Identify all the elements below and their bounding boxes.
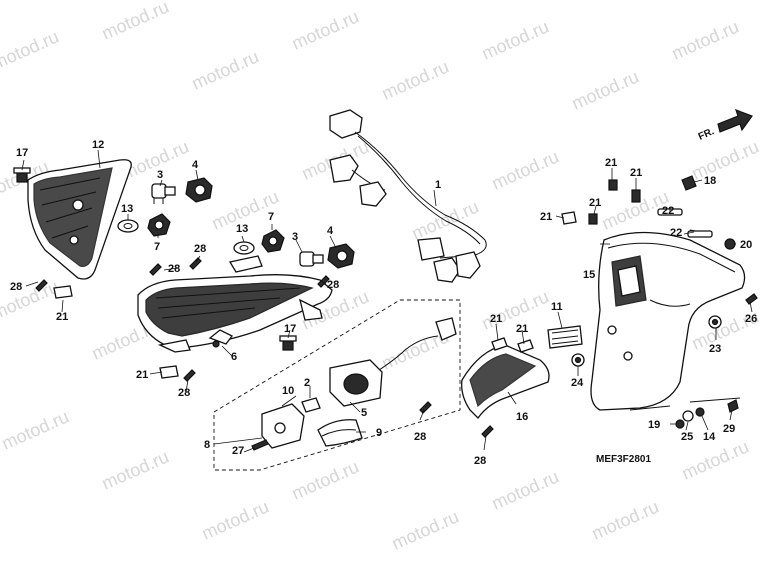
clip-21-left — [53, 285, 73, 299]
callout-21: 21 — [56, 311, 68, 323]
bolt-18 — [681, 175, 697, 191]
callout-19: 19 — [648, 419, 660, 431]
callout-18: 18 — [704, 175, 716, 187]
callout-13: 13 — [121, 203, 133, 215]
gasket-13-lower — [233, 241, 255, 255]
callout-21: 21 — [516, 323, 528, 335]
screw-28-tail-a — [189, 257, 202, 270]
grommet-23 — [708, 315, 722, 329]
callout-21: 21 — [490, 313, 502, 325]
callout-5: 5 — [361, 407, 367, 419]
callout-26: 26 — [745, 313, 757, 325]
bolt-26 — [745, 293, 758, 305]
callout-21: 21 — [589, 197, 601, 209]
screw-28-bracket-a — [419, 401, 432, 414]
fr-label: FR. — [697, 126, 716, 143]
callout-10: 10 — [282, 385, 294, 397]
bolt-17-left — [13, 167, 31, 183]
callout-2: 2 — [304, 377, 310, 389]
callout-17: 17 — [284, 323, 296, 335]
bolt-20 — [724, 238, 736, 250]
wire-harness — [329, 109, 487, 283]
socket-4-lower — [327, 243, 355, 269]
callout-16: 16 — [516, 411, 528, 423]
callout-3: 3 — [157, 169, 163, 181]
bolt-17-tail — [279, 335, 297, 351]
callout-12: 12 — [92, 139, 104, 151]
callout-7: 7 — [268, 211, 274, 223]
license-light-subassembly — [213, 299, 461, 471]
front-direction-arrow: FR. — [697, 108, 753, 143]
callout-28: 28 — [327, 279, 339, 291]
callout-23: 23 — [709, 343, 721, 355]
screw-28-bracket-b — [481, 425, 494, 438]
callout-17: 17 — [16, 147, 28, 159]
callout-11: 11 — [551, 301, 563, 313]
callout-4: 4 — [327, 225, 334, 237]
callout-6: 6 — [231, 351, 237, 363]
rear-fender — [590, 231, 746, 411]
callout-27: 27 — [232, 445, 244, 457]
bulb-3-upper — [151, 183, 176, 204]
side-reflector-assembly — [27, 159, 132, 280]
license-bracket — [461, 337, 550, 420]
bulb-3-lower — [299, 251, 324, 267]
callout-22: 22 — [662, 205, 674, 217]
callout-14: 14 — [703, 431, 716, 443]
socket-7-upper — [147, 213, 171, 237]
callout-28: 28 — [178, 387, 190, 399]
callout-21: 21 — [136, 369, 148, 381]
clips-21-fender — [561, 179, 641, 225]
callout-21: 21 — [630, 167, 642, 179]
callout-4: 4 — [192, 159, 199, 171]
callout-21: 21 — [540, 211, 552, 223]
callout-3: 3 — [292, 231, 298, 243]
callout-20: 20 — [740, 239, 752, 251]
callout-7: 7 — [154, 241, 160, 253]
rear-reflector — [547, 325, 583, 349]
callout-21: 21 — [605, 157, 617, 169]
callout-8: 8 — [204, 439, 210, 451]
callout-9: 9 — [376, 427, 382, 439]
callout-28: 28 — [414, 431, 426, 443]
callout-1: 1 — [435, 179, 441, 191]
tail-light-assembly — [137, 255, 333, 353]
screw-28-tail-b — [149, 263, 162, 276]
hardware-19-25-14-29 — [629, 397, 741, 429]
screw-28-tail-c — [317, 275, 330, 288]
leader-lines — [21, 149, 753, 453]
diagram-code: MEF3F2801 — [596, 454, 651, 465]
gasket-13-upper — [117, 219, 139, 233]
callout-25: 25 — [681, 431, 693, 443]
callout-29: 29 — [723, 423, 735, 435]
screw-28-tail-d — [183, 369, 196, 382]
callout-13: 13 — [236, 223, 248, 235]
screw-28-left — [35, 279, 48, 292]
nut-24 — [571, 353, 585, 367]
socket-7-lower — [261, 229, 285, 253]
callout-28: 28 — [10, 281, 22, 293]
callout-24: 24 — [571, 377, 584, 389]
callout-15: 15 — [583, 269, 595, 281]
socket-4-upper — [185, 177, 213, 203]
callout-numbers: 1 2 3 3 4 4 5 6 7 7 8 9 10 11 12 13 13 1… — [10, 139, 757, 467]
callout-22: 22 — [670, 227, 682, 239]
callout-28: 28 — [194, 243, 206, 255]
collars-22 — [657, 208, 713, 238]
callout-28: 28 — [168, 263, 180, 275]
callout-28: 28 — [474, 455, 486, 467]
clip-21-tail — [159, 365, 179, 379]
